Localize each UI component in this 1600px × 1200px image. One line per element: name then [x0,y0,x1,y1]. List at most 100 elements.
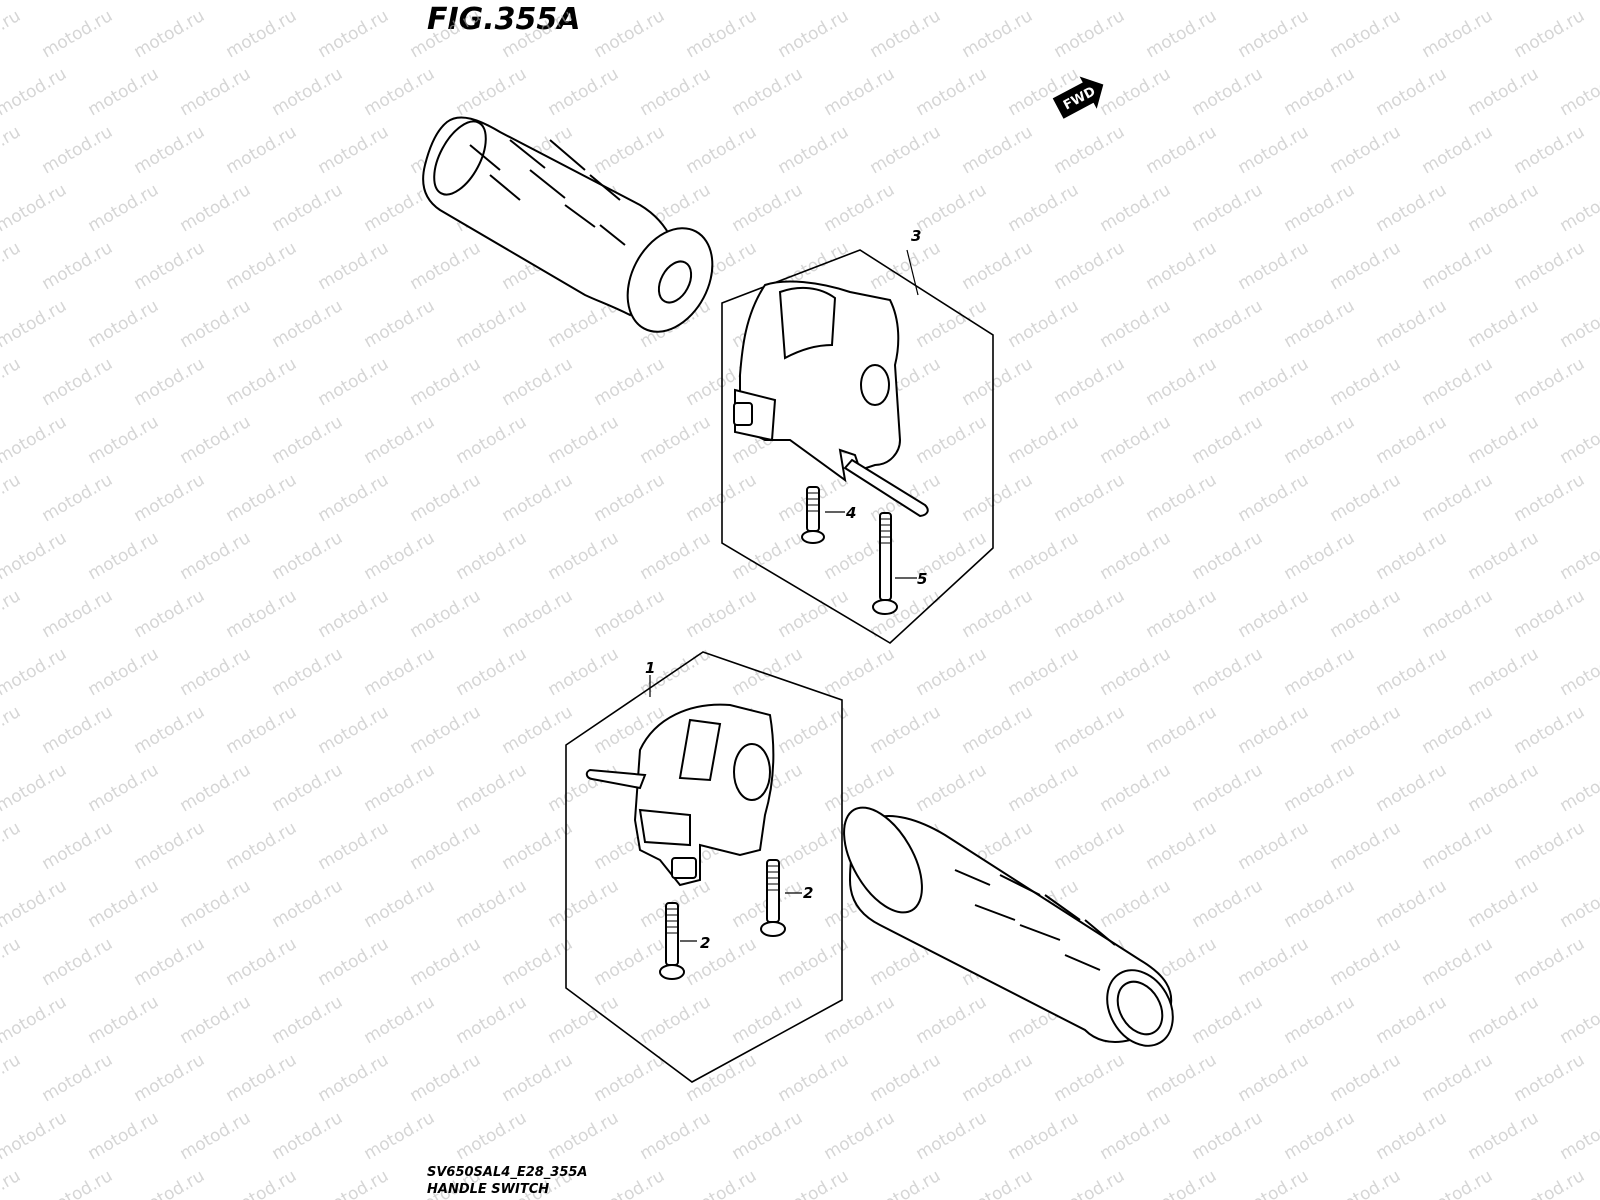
watermark-text: motod.ru [1051,818,1129,874]
watermark-text: motod.ru [1005,180,1083,236]
watermark-text: motod.ru [0,528,70,584]
watermark-text: motod.ru [85,644,163,700]
watermark-text: motod.ru [269,64,347,120]
watermark-text: motod.ru [1419,586,1497,642]
watermark-text: motod.ru [1281,180,1359,236]
watermark-text: motod.ru [1557,992,1600,1048]
watermark-text: motod.ru [867,1166,945,1200]
watermark-text: motod.ru [729,0,807,4]
leader-lines [650,250,918,941]
watermark-text: motod.ru [775,702,853,758]
watermark-text: motod.ru [499,586,577,642]
watermark-text: motod.ru [1511,1050,1589,1106]
watermark-text: motod.ru [131,586,209,642]
watermark-text: motod.ru [867,122,945,178]
watermark-text: motod.ru [1051,702,1129,758]
watermark-text: motod.ru [1511,1166,1589,1200]
watermark-text: motod.ru [1189,180,1267,236]
watermark-text: motod.ru [85,992,163,1048]
watermark-text: motod.ru [315,818,393,874]
callout-3: 3 [911,227,921,245]
watermark-text: motod.ru [1235,238,1313,294]
watermark-text: motod.ru [223,934,301,990]
watermark-text: motod.ru [1465,876,1543,932]
watermark-text: motod.ru [315,1166,393,1200]
watermark-text: motod.ru [821,992,899,1048]
watermark-text: motod.ru [1281,412,1359,468]
watermark-text: motod.ru [361,644,439,700]
watermark-text: motod.ru [959,470,1037,526]
watermark-text: motod.ru [269,0,347,4]
watermark-text: motod.ru [269,992,347,1048]
watermark-text: motod.ru [0,702,24,758]
watermark-text: motod.ru [913,0,991,4]
watermark-text: motod.ru [39,470,117,526]
watermark-text: motod.ru [867,702,945,758]
watermark-text: motod.ru [1281,876,1359,932]
watermark-text: motod.ru [1005,296,1083,352]
watermark-text: motod.ru [775,818,853,874]
watermark-text: motod.ru [1373,1108,1451,1164]
watermark-text: motod.ru [1511,6,1589,62]
watermark-text: motod.ru [1189,528,1267,584]
watermark-text: motod.ru [499,818,577,874]
watermark-text: motod.ru [959,6,1037,62]
watermark-text: motod.ru [591,354,669,410]
watermark-text: motod.ru [1511,586,1589,642]
watermark-text: motod.ru [821,0,899,4]
watermark-text: motod.ru [1465,0,1543,4]
watermark-text: motod.ru [1189,760,1267,816]
watermark-text: motod.ru [361,992,439,1048]
watermark-text: motod.ru [1005,760,1083,816]
watermark-text: motod.ru [1097,412,1175,468]
watermark-text: motod.ru [315,470,393,526]
watermark-text: motod.ru [591,586,669,642]
watermark-text: motod.ru [1097,876,1175,932]
watermark-text: motod.ru [1097,64,1175,120]
watermark-text: motod.ru [499,934,577,990]
watermark-text: motod.ru [775,934,853,990]
watermark-text: motod.ru [1327,1050,1405,1106]
watermark-text: motod.ru [1235,586,1313,642]
watermark-text: motod.ru [131,702,209,758]
watermark-text: motod.ru [315,354,393,410]
watermark-text: motod.ru [0,1166,24,1200]
watermark-text: motod.ru [1327,934,1405,990]
watermark-text: motod.ru [223,1050,301,1106]
watermark-text: motod.ru [0,470,24,526]
watermark-text: motod.ru [1465,528,1543,584]
watermark-text: motod.ru [1281,1108,1359,1164]
watermark-text: motod.ru [177,180,255,236]
watermark-text: motod.ru [407,6,485,62]
watermark-text: motod.ru [1511,702,1589,758]
figure-title: FIG.355A [427,2,581,37]
watermark-text: motod.ru [545,64,623,120]
watermark-text: motod.ru [223,6,301,62]
watermark-text: motod.ru [499,6,577,62]
left-switch-box [566,652,842,1082]
watermark-text: motod.ru [637,0,715,4]
watermark-text: motod.ru [821,180,899,236]
watermark-text: motod.ru [1051,122,1129,178]
watermark-text: motod.ru [1051,586,1129,642]
watermark-text: motod.ru [0,354,24,410]
watermark-text: motod.ru [591,6,669,62]
watermark-text: motod.ru [1005,644,1083,700]
watermark-text: motod.ru [1235,122,1313,178]
watermark-text: motod.ru [131,818,209,874]
watermark-text: motod.ru [499,354,577,410]
watermark-text: motod.ru [361,760,439,816]
watermark-text: motod.ru [269,876,347,932]
watermark-text: motod.ru [729,992,807,1048]
watermark-text: motod.ru [1373,180,1451,236]
watermark-text: motod.ru [39,702,117,758]
watermark-text: motod.ru [315,586,393,642]
watermark-text: motod.ru [1281,64,1359,120]
forward-arrow-icon: FWD [1051,70,1111,123]
watermark-text: motod.ru [1327,122,1405,178]
watermark-text: motod.ru [315,934,393,990]
watermark-text: motod.ru [775,1050,853,1106]
watermark-text: motod.ru [177,644,255,700]
watermark-text: motod.ru [269,1108,347,1164]
watermark-text: motod.ru [269,644,347,700]
